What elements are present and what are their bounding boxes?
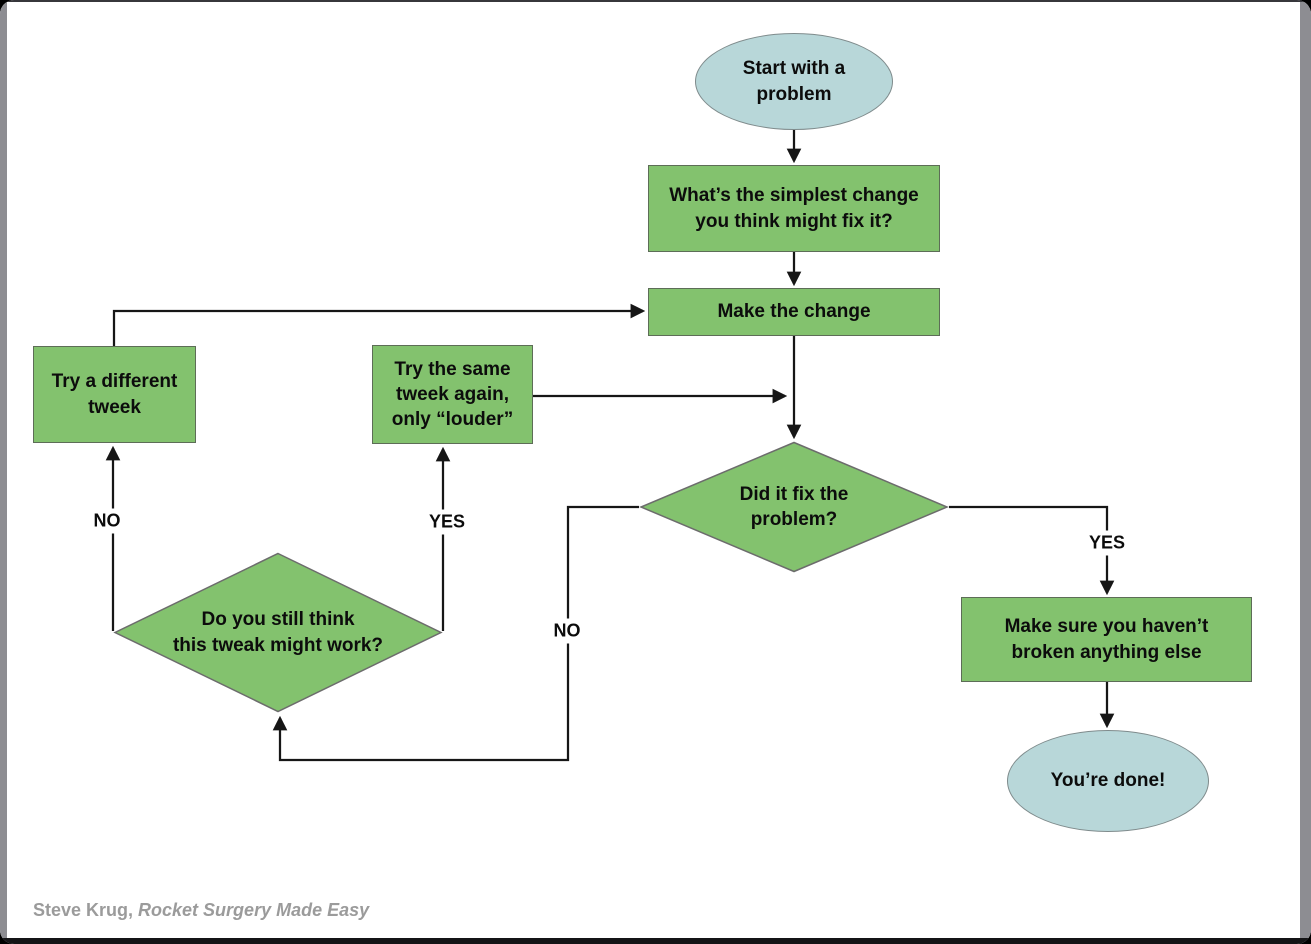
node-start: Start with a problem: [695, 33, 893, 130]
node-simplest-change: What’s the simplest change you think mig…: [648, 165, 940, 252]
node-still-think-label: Do you still think this tweak might work…: [172, 609, 384, 656]
edge-label-yes-left: YES: [423, 509, 471, 535]
edge-label-yes-right: YES: [1083, 530, 1131, 556]
attribution: Steve Krug, Rocket Surgery Made Easy: [33, 900, 369, 921]
frame-edge-bottom: [0, 938, 1311, 944]
edge-label-no-left: NO: [88, 508, 126, 534]
attribution-author: Steve Krug,: [33, 900, 139, 920]
edge-label-no-mid: NO: [548, 618, 586, 644]
node-different-tweak: Try a different tweek: [33, 346, 196, 443]
attribution-book-title: Rocket Surgery Made Easy: [138, 900, 370, 920]
node-done: You’re done!: [1007, 730, 1209, 832]
frame-edge-right: [1300, 0, 1311, 944]
edge-different-tweak-to-make-change: [112, 303, 646, 346]
node-did-fix-label: Did it fix the problem?: [739, 483, 849, 530]
node-make-change: Make the change: [648, 288, 940, 336]
node-make-sure: Make sure you haven’t broken anything el…: [961, 597, 1252, 682]
diamond-shape: [113, 552, 443, 713]
node-same-tweak: Try the same tweek again, only “louder”: [372, 345, 533, 444]
node-still-think-decision: Do you still think this tweak might work…: [113, 552, 443, 713]
diamond-shape: [639, 441, 949, 573]
frame-edge-left: [0, 0, 7, 944]
frame-edge-top: [0, 0, 1311, 2]
node-did-fix-decision: Did it fix the problem?: [639, 441, 949, 573]
